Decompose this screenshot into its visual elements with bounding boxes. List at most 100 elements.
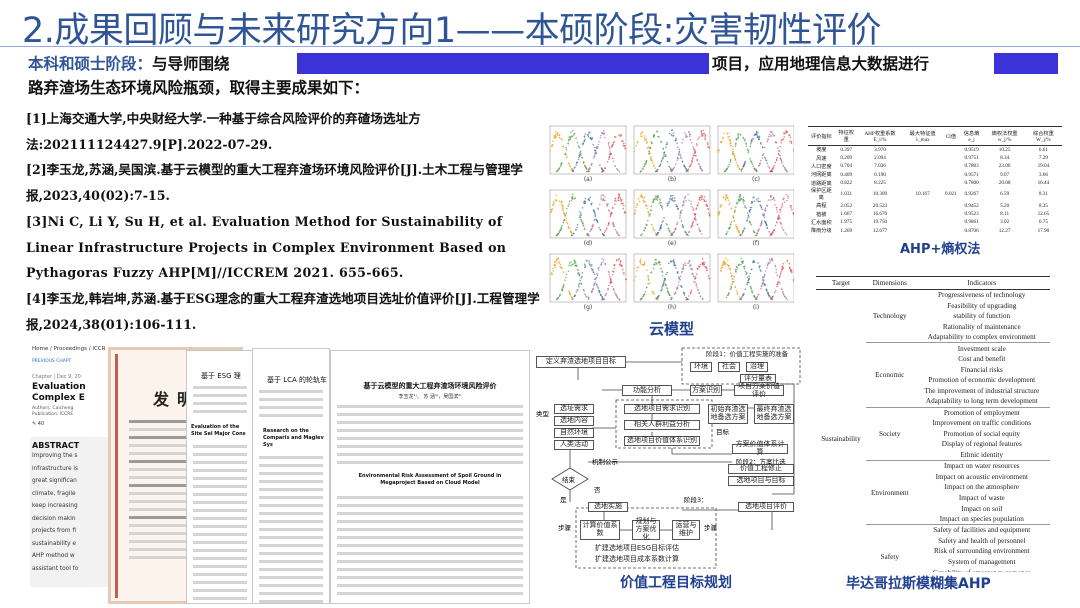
thumb-abstract-line: assistant tool fo: [32, 565, 79, 572]
cloud-panel-frame: [717, 253, 794, 303]
indicator-row: Ethnic identity: [816, 449, 1050, 461]
cloud-drop: [588, 260, 590, 262]
cloud-drop: [680, 157, 683, 160]
cloud-drop: [603, 231, 606, 234]
cloud-drop: [597, 269, 600, 271]
cloud-drop: [614, 165, 616, 167]
cloud-drop: [760, 285, 763, 288]
cloud-drop: [579, 150, 582, 153]
ahp-cell: 0.190: [874, 171, 886, 178]
cloud-drop: [572, 198, 574, 200]
cloud-drop: [737, 293, 739, 296]
cloud-drop: [579, 279, 581, 282]
cloud-drop: [614, 203, 616, 206]
cloud-drop: [681, 267, 683, 270]
cloud-drop: [739, 197, 742, 200]
cloud-drop: [734, 143, 737, 145]
cloud-drop: [586, 234, 588, 236]
cloud-panel: (f): [717, 189, 794, 247]
ahp-cell: 1.031: [840, 191, 853, 198]
ahp-cell: 12.65: [1037, 211, 1050, 218]
cloud-drop: [621, 268, 624, 271]
indicator-row: Impact on acoustic environment: [816, 471, 1050, 482]
cloud-drop: [551, 145, 553, 147]
cloud-drop: [633, 213, 636, 215]
cloud-drop: [680, 220, 683, 222]
cloud-drop: [774, 265, 777, 268]
cloud-drop: [763, 213, 766, 216]
cloud-drop: [762, 214, 764, 217]
cloud-drop: [662, 154, 665, 156]
indicator-cell: stability of function: [953, 312, 1011, 321]
indicator-cell: Impact of waste: [958, 493, 1005, 502]
cloud-drop: [759, 143, 762, 145]
cloud-drop: [764, 156, 766, 158]
flow-label-no: 否: [594, 486, 601, 494]
cloud-drop: [604, 136, 606, 139]
cloud-drop: [643, 261, 646, 263]
cloud-drop: [700, 233, 703, 235]
cloud-drop: [660, 267, 662, 270]
indicator-target: Sustainability: [816, 289, 866, 572]
cloud-drop: [744, 205, 746, 207]
cloud-drop: [613, 141, 616, 143]
ahp-cell: [943, 146, 959, 154]
caption-pythagorean: 毕达哥拉斯模糊集AHP: [846, 576, 991, 592]
cloud-drop: [611, 281, 613, 284]
cloud-drop: [749, 211, 751, 214]
cloud-drop: [762, 146, 764, 149]
flow-node-needs2: 相关人群利益分析: [624, 420, 700, 430]
cloud-drop: [793, 279, 794, 282]
cloud-drop: [699, 230, 702, 233]
cloud-drop: [578, 282, 581, 285]
cloud-drop: [766, 140, 769, 143]
cloud-drop: [640, 234, 642, 236]
cloud-drop: [644, 291, 647, 293]
cloud-drop: [568, 136, 570, 138]
cloud-drop: [646, 204, 648, 206]
cloud-drop: [676, 146, 679, 149]
cloud-drop: [704, 137, 706, 139]
indicator-cell: Safety and health of personnel: [938, 536, 1026, 545]
cloud-drop: [750, 160, 752, 162]
cloud-drop: [780, 223, 782, 225]
cloud-drop: [584, 293, 586, 295]
cloud-drop: [781, 265, 784, 268]
cloud-drop: [776, 282, 779, 284]
cloud-drop: [680, 271, 683, 274]
cloud-drop: [594, 146, 596, 149]
cloud-drop: [729, 161, 732, 163]
cloud-drop: [754, 134, 757, 136]
cloud-drop: [684, 264, 687, 266]
cloud-drop: [779, 211, 782, 213]
cloud-drop: [584, 201, 587, 203]
cloud-drop: [766, 162, 768, 164]
cloud-panel-label: (f): [753, 240, 760, 247]
thumb-esg-section: Evaluation of the Site Sel Major Cons: [191, 424, 246, 437]
cloud-drop: [645, 161, 647, 164]
cloud-drop: [645, 286, 648, 289]
cloud-drop: [597, 287, 600, 289]
cloud-drop: [665, 273, 667, 276]
cloud-drop: [782, 268, 784, 270]
cloud-drop: [649, 146, 651, 149]
cloud-drop: [589, 136, 591, 139]
cloud-drop: [690, 200, 692, 203]
cloud-drop: [576, 223, 579, 226]
cloud-drop: [646, 141, 648, 143]
cloud-drop: [760, 221, 763, 223]
cloud-drop: [776, 285, 778, 288]
ahp-cell: 6.75: [1038, 219, 1048, 226]
cloud-drop: [669, 166, 671, 169]
indicator-cell: Promotion of social equity: [943, 429, 1020, 438]
cloud-drop: [596, 286, 599, 288]
cloud-drop: [672, 132, 675, 134]
cloud-drop: [595, 276, 598, 279]
ahp-cell: 0.9571: [964, 171, 979, 178]
ahp-cell: 2.094: [874, 155, 886, 162]
reference-1: [1]上海交通大学,中央财经大学.一种基于综合风险评价的弃碴场选址方法:2021…: [26, 111, 421, 152]
cloud-drop: [556, 262, 558, 264]
cloud-panel-label: (a): [584, 176, 592, 183]
cloud-drop: [643, 139, 646, 141]
cloud-drop: [692, 155, 695, 157]
